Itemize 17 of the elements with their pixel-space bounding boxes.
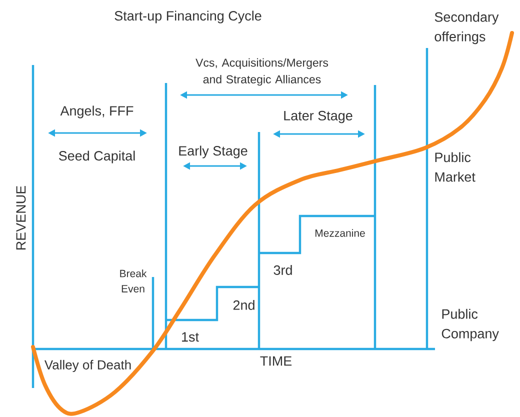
title: Start-up Financing Cycle <box>114 10 262 24</box>
annotation-text: Valley of Death <box>44 360 131 372</box>
round-label: 3rd <box>274 265 292 275</box>
stage-label: Later Stage <box>284 110 352 124</box>
axis-label: REVENUE <box>16 186 26 250</box>
phase-label: Public Company <box>442 308 499 342</box>
round-label: 1st <box>182 332 199 342</box>
stage-label: Seed Capital <box>58 150 135 164</box>
phase-label: Public Market <box>435 152 476 182</box>
round-label: Mezzanine <box>315 229 365 237</box>
round-label: 2nd <box>233 300 254 310</box>
annotation-text: Break Even <box>120 270 147 292</box>
investor-label: Angels, FFF <box>60 106 134 118</box>
financing-label: Vcs, Acquisitions/Mergers and Strategic Alliances <box>196 58 328 86</box>
stage-label: Early Stage <box>179 146 248 158</box>
axis-label: TIME <box>260 356 292 366</box>
annotation-text: Secondary offerings <box>434 12 499 44</box>
